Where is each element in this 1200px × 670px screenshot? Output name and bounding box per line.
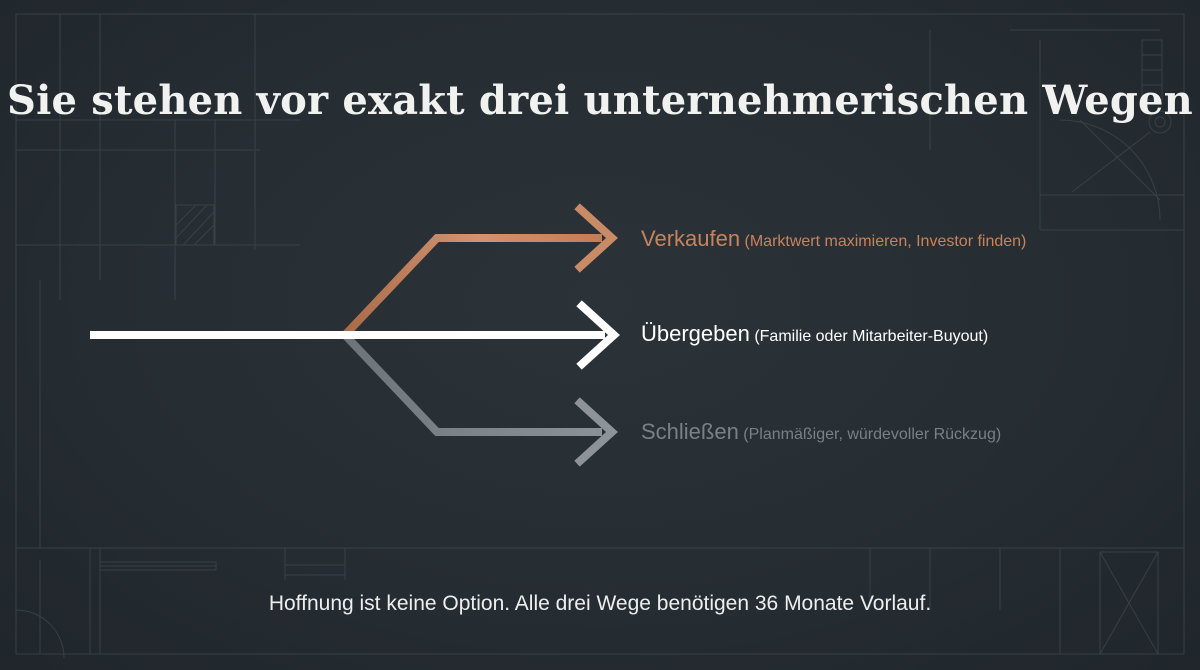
slide-title: Sie stehen vor exakt drei unternehmerisc… xyxy=(7,76,1193,124)
branch-label-handover: Übergeben (Familie oder Mitarbeiter-Buyo… xyxy=(641,321,988,347)
branch-detail-close: (Planmäßiger, würdevoller Rückzug) xyxy=(738,426,1002,443)
branch-detail-sell: (Marktwert maximieren, Investor finden) xyxy=(740,233,1027,250)
arrow-sell xyxy=(342,203,618,338)
branch-label-sell: Verkaufen (Marktwert maximieren, Investo… xyxy=(641,226,1026,252)
branch-title-close: Schließen xyxy=(641,419,739,444)
branch-title-handover: Übergeben xyxy=(641,321,750,346)
branch-label-close: Schließen (Planmäßiger, würdevoller Rück… xyxy=(641,419,1001,445)
arrow-handover xyxy=(90,300,620,370)
branch-detail-handover: (Familie oder Mitarbeiter-Buyout) xyxy=(749,328,989,345)
arrow-close xyxy=(342,332,618,467)
footer-statement: Hoffnung ist keine Option. Alle drei Weg… xyxy=(268,592,932,615)
branch-title-sell: Verkaufen xyxy=(641,226,741,251)
